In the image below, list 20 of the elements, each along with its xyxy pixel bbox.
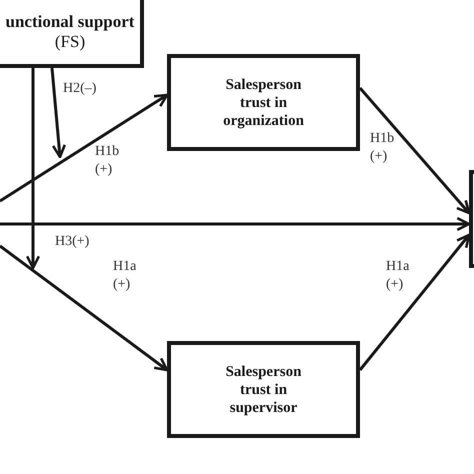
arrow <box>0 244 168 372</box>
arrow <box>358 234 470 371</box>
arrow <box>358 87 470 214</box>
variable-box <box>167 54 360 151</box>
edge-label: H3(+) <box>55 233 90 251</box>
node-text: (FS) <box>54 32 86 52</box>
arrow <box>26 68 40 270</box>
variable-box <box>0 0 144 68</box>
variable-box <box>167 341 360 438</box>
node-text: Salesperson trust in supervisor <box>224 362 302 416</box>
edge-label: H1b (+) <box>370 130 396 166</box>
arrow <box>0 216 470 232</box>
edge-label: H2(–) <box>63 80 96 98</box>
arrow <box>50 68 66 158</box>
edge-label: H1a (+) <box>386 258 410 294</box>
node-text: Salesperson trust in organization <box>222 76 305 130</box>
edge-label: H1b (+) <box>95 143 120 180</box>
arrow <box>0 94 168 202</box>
edge-label: H1a (+) <box>113 258 138 294</box>
node-text: unctional support <box>6 12 134 32</box>
